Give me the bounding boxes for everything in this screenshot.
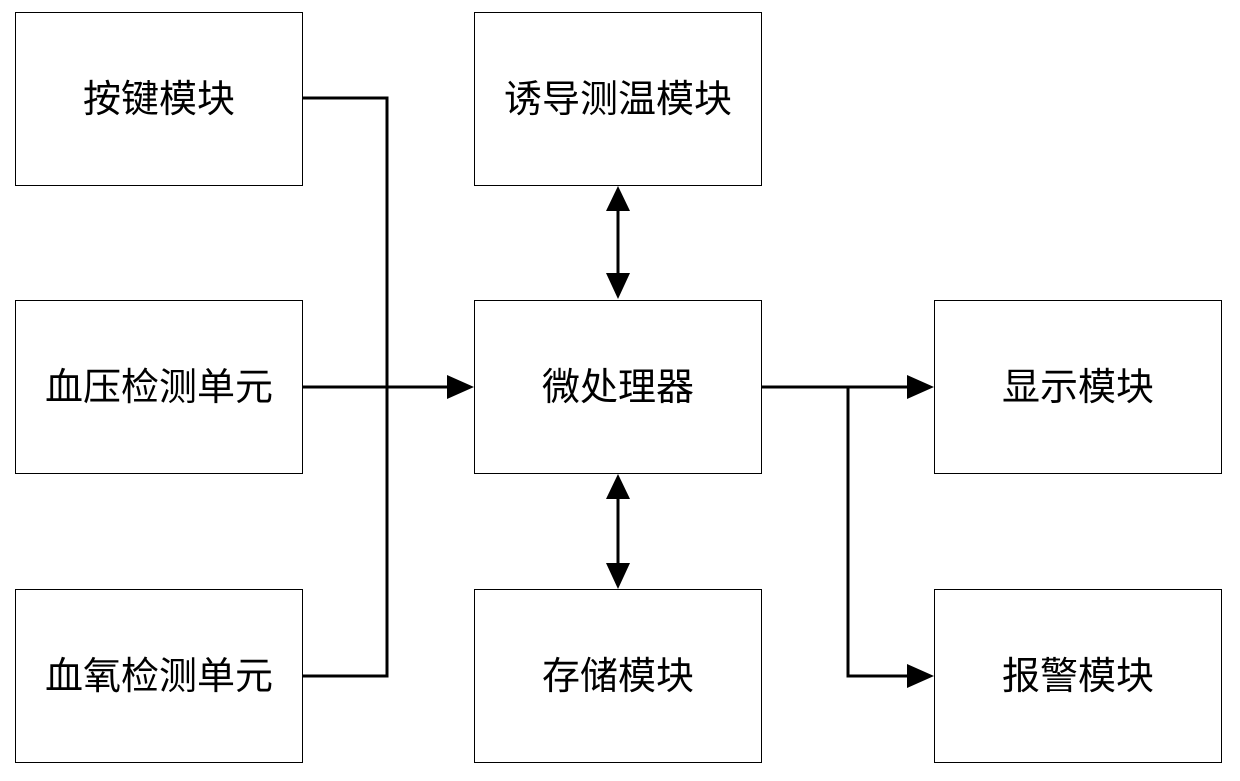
- temperature-module: 诱导测温模块: [474, 12, 762, 186]
- microprocessor: 微处理器: [474, 300, 762, 474]
- wire-blood-oxygen: [302, 387, 387, 676]
- arrowhead-storage-up: [606, 474, 630, 499]
- arrowhead-storage-down: [606, 563, 630, 589]
- storage-module: 存储模块: [474, 589, 762, 763]
- arrowhead-temperature-up: [606, 186, 630, 211]
- display-module-label: 显示模块: [988, 359, 1168, 415]
- keypad-module-label: 按键模块: [69, 71, 249, 127]
- display-module: 显示模块: [934, 300, 1222, 474]
- blood-pressure-unit: 血压检测单元: [15, 300, 303, 474]
- arrowhead-alarm: [907, 664, 934, 688]
- blood-oxygen-unit-label: 血氧检测单元: [23, 648, 295, 704]
- storage-module-label: 存储模块: [528, 648, 708, 704]
- wire-keypad: [302, 98, 387, 387]
- arrowhead-display: [907, 375, 934, 399]
- blood-oxygen-unit: 血氧检测单元: [15, 589, 303, 763]
- arrowhead-temperature-down: [606, 273, 630, 299]
- blood-pressure-unit-label: 血压检测单元: [23, 359, 295, 415]
- microprocessor-label: 微处理器: [528, 359, 708, 415]
- alarm-module-label: 报警模块: [988, 648, 1168, 704]
- temperature-module-label: 诱导测温模块: [486, 71, 750, 127]
- keypad-module: 按键模块: [15, 12, 303, 186]
- arrowhead-inputs: [447, 375, 474, 399]
- arrow-mcu-to-alarm: [848, 387, 910, 676]
- alarm-module: 报警模块: [934, 589, 1222, 763]
